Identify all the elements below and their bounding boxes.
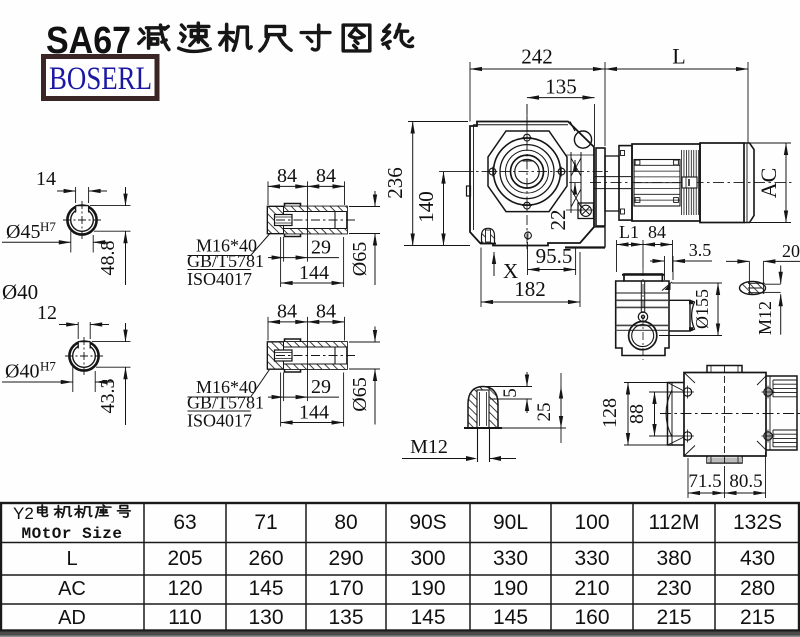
svg-text:L: L — [672, 44, 685, 69]
svg-text:29: 29 — [311, 376, 331, 398]
svg-text:145: 145 — [410, 606, 445, 629]
svg-text:12: 12 — [37, 302, 57, 324]
svg-text:330: 330 — [574, 547, 609, 570]
svg-text:80.5: 80.5 — [729, 471, 762, 492]
svg-text:112M: 112M — [649, 511, 700, 534]
svg-text:GB/T5781: GB/T5781 — [187, 251, 264, 271]
svg-text:AC: AC — [756, 168, 781, 199]
svg-text:430: 430 — [740, 547, 775, 570]
svg-text:145: 145 — [493, 606, 528, 629]
svg-text:170: 170 — [328, 577, 363, 600]
svg-text:88: 88 — [626, 404, 648, 424]
svg-text:84: 84 — [316, 165, 336, 187]
svg-text:71: 71 — [254, 511, 277, 534]
svg-text:5: 5 — [500, 388, 521, 398]
svg-text:Ø40: Ø40 — [5, 361, 39, 383]
svg-text:90S: 90S — [409, 511, 446, 534]
svg-text:290: 290 — [328, 547, 363, 570]
svg-text:X: X — [503, 259, 518, 283]
svg-text:H7: H7 — [40, 219, 56, 234]
svg-text:132S: 132S — [733, 511, 782, 534]
svg-text:280: 280 — [740, 577, 775, 600]
svg-text:84: 84 — [277, 165, 297, 187]
svg-text:L: L — [66, 548, 77, 570]
svg-text:L1: L1 — [619, 222, 639, 242]
svg-text:135: 135 — [328, 606, 363, 629]
svg-text:135: 135 — [545, 75, 577, 99]
svg-text:M12: M12 — [410, 436, 448, 458]
svg-text:205: 205 — [167, 547, 202, 570]
svg-text:BOSERL: BOSERL — [49, 61, 152, 97]
svg-text:210: 210 — [574, 577, 609, 600]
svg-text:242: 242 — [521, 45, 553, 69]
svg-text:AD: AD — [58, 607, 86, 629]
svg-text:215: 215 — [740, 606, 775, 629]
svg-text:182: 182 — [514, 277, 546, 301]
svg-text:215: 215 — [656, 606, 691, 629]
svg-text:3.5: 3.5 — [689, 240, 712, 260]
svg-text:128: 128 — [599, 398, 621, 428]
svg-text:Ø155: Ø155 — [692, 289, 712, 329]
svg-text:144: 144 — [299, 402, 329, 424]
svg-text:190: 190 — [493, 577, 528, 600]
svg-text:144: 144 — [299, 262, 329, 284]
svg-text:Ø45: Ø45 — [6, 221, 40, 243]
svg-text:ISO4017: ISO4017 — [187, 411, 252, 431]
svg-text:Ø40: Ø40 — [2, 280, 38, 304]
svg-text:29: 29 — [311, 237, 331, 259]
svg-text:84: 84 — [648, 222, 666, 242]
svg-text:90L: 90L — [493, 511, 528, 534]
svg-text:14: 14 — [36, 168, 56, 190]
svg-text:20: 20 — [782, 241, 800, 261]
svg-text:130: 130 — [248, 606, 283, 629]
svg-text:Ø65: Ø65 — [349, 242, 371, 276]
svg-text:160: 160 — [574, 606, 609, 629]
svg-text:190: 190 — [410, 577, 445, 600]
svg-text:236: 236 — [383, 167, 407, 199]
svg-text:MOtOr Size: MOtOr Size — [21, 525, 122, 543]
svg-text:380: 380 — [656, 547, 691, 570]
svg-text:63: 63 — [173, 511, 196, 534]
svg-text:M16*40: M16*40 — [196, 236, 257, 256]
svg-text:M16*40: M16*40 — [196, 377, 257, 397]
svg-text:71.5: 71.5 — [688, 471, 721, 492]
svg-text:84: 84 — [316, 300, 336, 322]
svg-text:330: 330 — [493, 547, 528, 570]
svg-text:80: 80 — [334, 511, 357, 534]
svg-text:ISO4017: ISO4017 — [187, 269, 252, 289]
svg-text:140: 140 — [414, 191, 438, 223]
svg-text:110: 110 — [168, 606, 201, 629]
svg-text:25: 25 — [534, 403, 555, 422]
svg-text:48.8: 48.8 — [97, 241, 119, 276]
svg-text:84: 84 — [277, 300, 297, 322]
svg-text:GB/T5781: GB/T5781 — [187, 393, 264, 413]
svg-text:95.5: 95.5 — [536, 244, 573, 268]
svg-text:Y2: Y2 — [13, 504, 34, 523]
svg-text:230: 230 — [656, 577, 691, 600]
svg-text:260: 260 — [248, 547, 283, 570]
svg-text:22: 22 — [546, 210, 570, 231]
svg-text:43.3: 43.3 — [97, 379, 119, 414]
svg-text:H7: H7 — [40, 359, 56, 374]
svg-text:145: 145 — [248, 577, 283, 600]
svg-text:300: 300 — [410, 547, 445, 570]
svg-text:Ø65: Ø65 — [349, 377, 371, 411]
svg-text:M12: M12 — [755, 301, 775, 335]
svg-text:AC: AC — [58, 578, 86, 600]
svg-text:100: 100 — [574, 511, 609, 534]
svg-text:120: 120 — [167, 577, 202, 600]
